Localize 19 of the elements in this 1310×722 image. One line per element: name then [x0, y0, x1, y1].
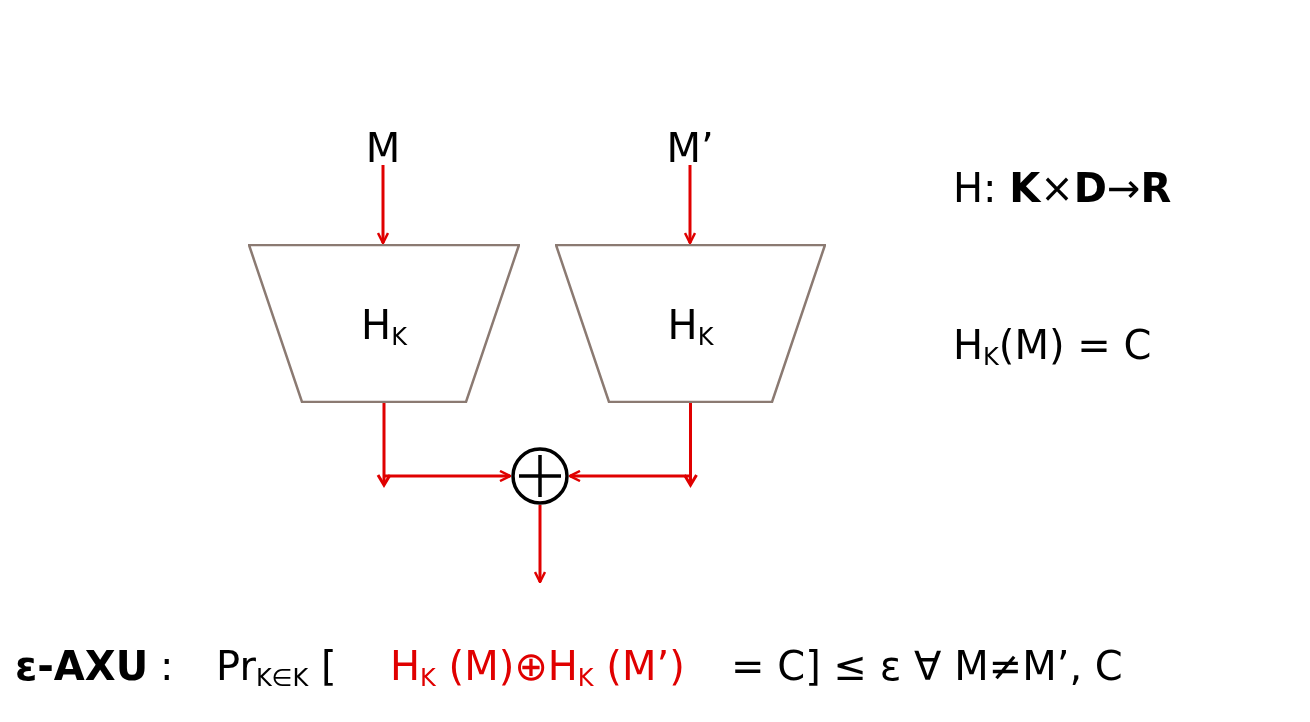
- colon: :: [160, 646, 174, 686]
- function-label: H$_{K}$: [667, 304, 714, 349]
- arrow: [376, 401, 512, 488]
- hash-equation: H$_{K}$(M) = C: [953, 325, 1152, 369]
- arrow: [533, 505, 547, 584]
- type-signature: H: K×D→R: [953, 168, 1172, 208]
- probability-expression: Pr$_{K∈K}$ [: [216, 646, 337, 690]
- arrow: [376, 165, 390, 245]
- function-label: H$_{K}$: [361, 304, 407, 349]
- xor-expression: H$_{K}$ (M)⊕H$_{K}$ (M’): [390, 646, 685, 690]
- hash-function-trapezoid: [555, 244, 826, 403]
- bound-expression: = C] ≤ ε ∀ M≠M’, C: [731, 646, 1123, 686]
- message-label: M’: [666, 127, 714, 168]
- hash-function-trapezoid: [248, 244, 520, 403]
- scheme-name: ε-AXU: [15, 646, 149, 686]
- arrow: [568, 401, 698, 488]
- message-label: M: [365, 127, 401, 168]
- xor-symbol: [511, 447, 569, 505]
- arrow: [683, 165, 697, 245]
